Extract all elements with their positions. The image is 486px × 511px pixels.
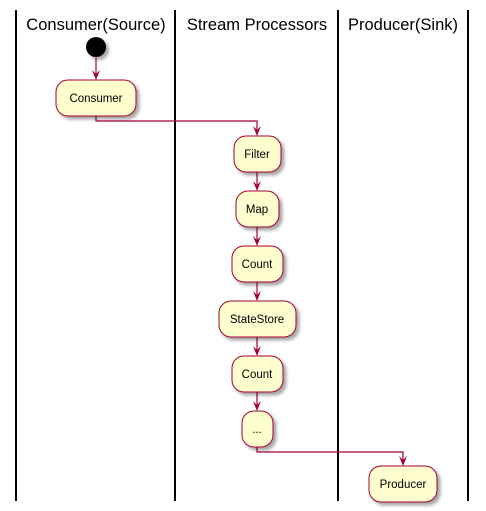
activity-box: [235, 190, 280, 228]
swimlane-titles: Consumer(Source) Stream Processors Produ…: [26, 16, 458, 34]
activity-statestore: StateStore: [218, 300, 297, 338]
arrowhead: [253, 126, 261, 136]
swimlane-title-sink: Producer(Sink): [348, 16, 458, 34]
activity-label: Consumer: [69, 93, 122, 105]
activity-nodes: Consumer Filter Map Count StateStore Cou…: [55, 79, 438, 503]
activity-label: Filter: [244, 149, 270, 161]
activity-producer: Producer: [368, 465, 438, 503]
activity-box: [233, 135, 282, 173]
activity-box: [231, 355, 284, 393]
arrowhead: [253, 291, 261, 301]
activity-box: [241, 410, 274, 448]
swimlane-separators: [15, 10, 469, 501]
activity-count-2: Count: [231, 355, 284, 393]
arrowhead: [92, 70, 100, 80]
activity-box: [218, 300, 297, 338]
edge-ellipsis-to-producer: [256, 447, 404, 460]
activity-count-1: Count: [231, 245, 284, 283]
edge-consumer-to-filter: [95, 116, 258, 130]
swimlane-title-source: Consumer(Source): [26, 16, 165, 34]
activity-label: Count: [242, 369, 273, 381]
activity-label: Map: [246, 204, 268, 216]
start-node: [86, 37, 106, 57]
activity-consumer: Consumer: [55, 79, 137, 117]
activity-box: [231, 245, 284, 283]
arrowhead: [399, 456, 407, 466]
activity-label: Count: [242, 259, 273, 271]
activity-label: Producer: [380, 479, 427, 491]
activity-box: [55, 79, 137, 117]
activity-map: Map: [235, 190, 280, 228]
activity-label: ...: [252, 424, 262, 436]
arrowhead: [253, 181, 261, 191]
activity-box: [368, 465, 438, 503]
arrowhead: [253, 346, 261, 356]
edges: [92, 58, 407, 466]
swimlane-title-processors: Stream Processors: [187, 16, 327, 34]
activity-filter: Filter: [233, 135, 282, 173]
activity-ellipsis: ...: [241, 410, 274, 448]
arrowhead: [253, 236, 261, 246]
activity-label: StateStore: [230, 314, 284, 326]
arrowhead: [253, 401, 261, 411]
